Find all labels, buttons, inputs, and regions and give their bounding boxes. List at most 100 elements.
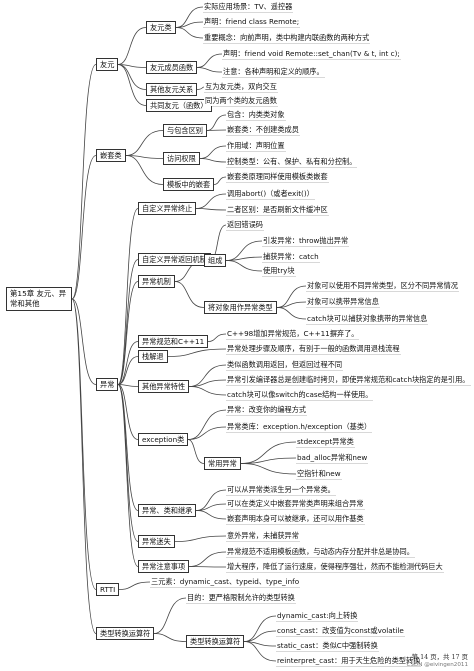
node-youyuan[interactable]: 友元 <box>96 58 119 71</box>
node-ex-abort-a[interactable]: 调用abort()（或者exit()） <box>226 189 315 199</box>
node-ex-mech-obj-b[interactable]: 对象可以携带异常信息 <box>306 297 380 307</box>
connector-nested-access-b <box>199 158 227 163</box>
node-cast-ops-c[interactable]: static_cast：类似C中强制转换 <box>276 641 379 651</box>
connector-yy-common <box>117 64 147 106</box>
node-yy-member-note[interactable]: 注意：各种声明和定义的顺序。 <box>222 67 325 77</box>
node-yy-common-desc[interactable]: 同为两个类的友元函数 <box>204 96 278 106</box>
node-ex-mech-comp[interactable]: 组成 <box>204 254 227 267</box>
connector-ex-class <box>117 384 139 440</box>
node-ex-return[interactable]: 自定义异常返回机制 <box>138 253 211 266</box>
connector-ex-spec <box>117 341 139 385</box>
node-ex-abort[interactable]: 自定义异常终止 <box>138 202 197 215</box>
node-ex-mech-comp-a[interactable]: 引发异常：throw抛出异常 <box>262 236 350 246</box>
node-cast-a[interactable]: 目的：更严格限制允许的类型转换 <box>186 593 296 603</box>
node-ex-mech-comp-b[interactable]: 捕获异常：catch <box>262 252 320 262</box>
node-nested-access-a[interactable]: 作用域：声明位置 <box>226 141 286 151</box>
node-ex-mech-obj-a[interactable]: 对象可以使用不同异常类型，区分不同异常情况 <box>306 281 459 291</box>
node-nested[interactable]: 嵌套类 <box>96 149 126 162</box>
node-ex-other-a[interactable]: 类似函数调用返回，但返回过程不同 <box>226 360 344 370</box>
node-ex-notes-a[interactable]: 异常规范不适用模板函数，与动态内存分配并非总是协同。 <box>226 547 415 557</box>
node-ex-inherit-a[interactable]: 可以从异常类派生另一个异常类。 <box>226 485 336 495</box>
node-ex-inherit-c[interactable]: 嵌套声明本身可以被继承，还可以用作基类 <box>226 514 365 524</box>
node-cast-ops-b[interactable]: const_cast：改变值为const或volatile <box>276 626 405 636</box>
connector-rtti-a <box>118 581 151 590</box>
node-cast-ops-d[interactable]: reinterpret_cast：用于天生危险的类型转换 <box>276 656 422 666</box>
csdn-credit: CSDN @eivingen2011 <box>406 662 469 668</box>
node-ex-class-common-c[interactable]: 空指针和new <box>296 469 342 479</box>
node-ex-lost[interactable]: 异常迷失 <box>138 535 175 548</box>
node-ex-spec-a[interactable]: C++98增加异常规范，C++11摒弃了。 <box>226 329 360 339</box>
node-ex-mech-comp-c[interactable]: 使用try块 <box>262 266 296 276</box>
page-footer: 第 14 页，共 17 页 CSDN @eivingen2011 <box>407 653 469 669</box>
connector-rtti <box>71 298 97 590</box>
connector-youyuanlei <box>117 27 147 65</box>
node-yy-concept[interactable]: 重要概念：向前声明，类中构建内联函数的两种方式 <box>203 33 371 43</box>
connector-nested-contain-a <box>206 114 227 131</box>
node-ex-lost-a[interactable]: 意外异常，未捕获异常 <box>226 531 300 541</box>
node-yy-scene[interactable]: 实际应用场景：TV、遥控器 <box>203 2 294 12</box>
connector-ex-mech-obj <box>174 281 205 308</box>
node-nested-contain-b[interactable]: 嵌套类：不创建类成员 <box>226 125 300 135</box>
connector-ex-unwind <box>117 356 139 385</box>
node-ex-other[interactable]: 其他异常特性 <box>138 380 190 393</box>
node-ex-unwind[interactable]: 栈解退 <box>138 350 168 363</box>
connector-ex-inherit-c <box>195 510 227 520</box>
node-ex-class[interactable]: exception类 <box>138 433 189 446</box>
connector-ex-other-c <box>188 386 227 396</box>
node-ex-mech-obj-c[interactable]: catch块可以捕获对象携带的异常信息 <box>306 314 429 324</box>
connector-cast-a <box>153 597 187 634</box>
node-ex-other-c[interactable]: catch块可以像switch的case结构一样使用。 <box>226 390 374 400</box>
node-ex-other-b[interactable]: 异常引发编译器总是创建临时拷贝，即使异常规范和catch块指定的是引用。 <box>226 375 471 385</box>
node-yy-other[interactable]: 其他友元关系 <box>146 83 198 96</box>
node-ex-class-a[interactable]: 异常：改变你的编程方式 <box>226 405 308 415</box>
connector-ex-mech <box>117 281 139 385</box>
connector-yy-other <box>117 64 147 90</box>
node-ex-spec[interactable]: 异常规范和C++11 <box>138 335 209 348</box>
node-yy-decl[interactable]: 声明：friend class Remote; <box>203 17 301 27</box>
node-yy-other-desc[interactable]: 互为友元类，双向交互 <box>204 82 278 92</box>
node-yy-member-decl[interactable]: 声明：friend void Remote::set_chan(Tv & t, … <box>222 49 401 59</box>
node-nested-contain-a[interactable]: 包含：内类类对象 <box>226 110 286 120</box>
connector-cast-ops-d <box>243 641 277 662</box>
connector-nested <box>71 155 97 300</box>
connector-nested-contain <box>125 130 164 156</box>
node-youyuanlei[interactable]: 友元类 <box>146 21 176 34</box>
node-cast-ops-a[interactable]: dynamic_cast:向上转换 <box>276 611 359 621</box>
node-ex-class-b[interactable]: 异常类库：exception.h/exception（基类） <box>226 422 373 432</box>
node-ex-class-common-b[interactable]: bad_alloc异常和new <box>296 453 369 463</box>
node-exception[interactable]: 异常 <box>96 378 119 391</box>
connector-ex-other <box>117 384 139 387</box>
root-node[interactable]: 第15章 友元、异常和其他 <box>6 287 72 311</box>
node-rtti[interactable]: RTTI <box>96 583 120 596</box>
node-nested-template[interactable]: 模板中的嵌套 <box>163 178 215 191</box>
node-ex-notes[interactable]: 异常注意事项 <box>138 560 190 573</box>
node-nested-access[interactable]: 访问权限 <box>163 152 200 165</box>
node-ex-inherit-b[interactable]: 可以在类定义中嵌套异常类声明来组合异常 <box>226 499 365 509</box>
connector-ex-abort-b <box>195 208 227 211</box>
connector-ex-return <box>117 259 139 385</box>
node-ex-mech[interactable]: 异常机制 <box>138 275 175 288</box>
node-ex-notes-b[interactable]: 增大程序，降低了运行速度，使得程序强壮，然而不能检测代码巨大 <box>226 562 444 572</box>
node-nested-contain[interactable]: 与包含区别 <box>163 124 207 137</box>
node-yy-common[interactable]: 共同友元（函数） <box>146 99 212 112</box>
node-cast-ops[interactable]: 类型转换运算符 <box>186 635 245 648</box>
node-rtti-a[interactable]: 三元素：dynamic_cast、typeid、type_info <box>150 577 301 587</box>
node-nested-access-b[interactable]: 控制类型：公有、保护、私有和分控制。 <box>226 157 358 167</box>
connector-ex-mech-comp-c <box>225 260 263 272</box>
node-ex-inherit[interactable]: 异常、类和继承 <box>138 504 197 517</box>
connector-cast-ops <box>153 633 187 642</box>
node-ex-return-a[interactable]: 返回错误码 <box>226 220 264 230</box>
node-ex-unwind-a[interactable]: 异常处理步骤及顺序，有别于一般的函数调用退栈流程 <box>226 344 401 354</box>
node-ex-class-common-a[interactable]: stdexcept异常类 <box>296 437 355 447</box>
connector-nested-template <box>125 155 164 185</box>
node-yy-member[interactable]: 友元成员函数 <box>146 61 198 74</box>
node-ex-class-common[interactable]: 常用异常 <box>204 457 241 470</box>
node-ex-mech-obj[interactable]: 将对象用作异常类型 <box>204 301 277 314</box>
node-nested-template-a[interactable]: 嵌套类原理同样使用模板类嵌套 <box>226 172 329 182</box>
node-cast[interactable]: 类型转换运算符 <box>96 627 155 640</box>
connector-youyuan <box>71 64 97 300</box>
node-ex-abort-b[interactable]: 二者区别：是否刷新文件缓冲区 <box>226 205 329 215</box>
connector-ex-notes-b <box>188 566 227 568</box>
connector-yy-member-note <box>196 67 223 73</box>
